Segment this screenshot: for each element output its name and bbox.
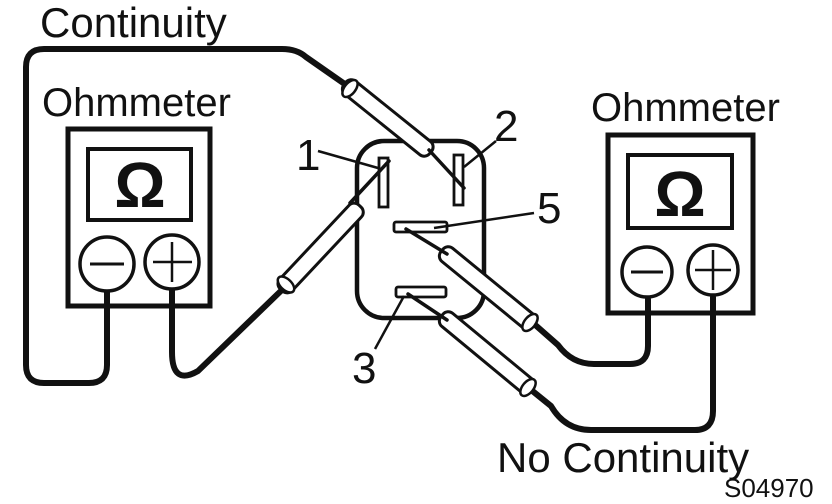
probe-terminal-5-cap	[521, 312, 539, 333]
continuity-label: Continuity	[40, 0, 227, 46]
probe-terminal-3	[406, 292, 537, 398]
probe-terminal-3-cap	[519, 377, 537, 398]
probe-terminal-1	[276, 159, 391, 295]
terminal-3-slot	[394, 285, 448, 299]
right-negative-lead-wire	[530, 296, 651, 367]
terminal-2-leader-line	[463, 140, 497, 168]
terminal-5-label: 5	[537, 184, 561, 233]
terminal-2-label: 2	[494, 102, 518, 151]
right-positive-lead-wire	[527, 294, 716, 433]
probe-terminal-2-tip	[427, 148, 466, 190]
left-ohmmeter-omega-symbol: Ω	[114, 149, 165, 221]
left-ohmmeter-label: Ohmmeter	[42, 81, 231, 125]
right-ohmmeter-face: Ω	[620, 153, 740, 299]
right-ohmmeter-omega-symbol: Ω	[654, 158, 705, 230]
terminal-3-label: 3	[352, 344, 376, 393]
probe-terminal-1-tip	[348, 159, 391, 205]
terminal-3-leader-line	[373, 295, 406, 350]
left-ohmmeter-display	[86, 147, 193, 222]
no-continuity-label: No Continuity	[497, 434, 749, 481]
probe-terminal-1-handle	[276, 201, 365, 295]
terminal-1-label: 1	[296, 131, 320, 180]
probe-terminal-3-tip	[406, 292, 449, 322]
figure-code: S04970	[724, 473, 814, 503]
right-ohmmeter-display	[626, 153, 734, 230]
left-negative-lead-wire	[23, 46, 352, 386]
left-ohmmeter-face: Ω	[78, 147, 201, 293]
terminal-1-leader-line	[317, 149, 379, 170]
probe-terminal-1-cap	[276, 275, 296, 294]
probe-terminal-2-cap	[341, 78, 359, 99]
right-ohmmeter-label: Ohmmeter	[591, 86, 780, 130]
probe-terminal-2	[340, 78, 466, 190]
probe-terminal-5	[404, 227, 539, 333]
left-positive-lead-wire	[169, 283, 289, 379]
terminal-1-slot	[377, 156, 390, 209]
terminal-5-leader-line	[433, 211, 535, 230]
probe-terminal-5-tip	[404, 227, 449, 256]
